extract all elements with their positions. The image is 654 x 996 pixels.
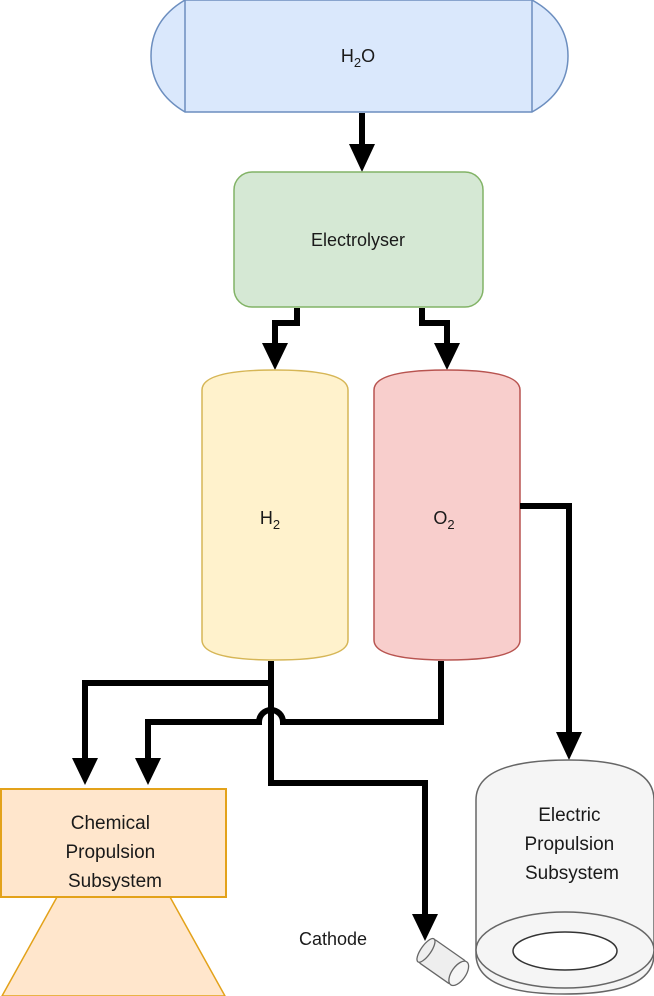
- electrolyser-box: [233, 171, 484, 308]
- o2-tank-label: O2: [433, 508, 454, 532]
- electrolyser[interactable]: Electrolyser: [233, 171, 484, 308]
- edge-o2-to-electric: [520, 503, 582, 760]
- o2-tank[interactable]: O2: [373, 369, 521, 661]
- electrolyser-label: Electrolyser: [311, 230, 405, 250]
- edge-o2-to-chemical: [135, 661, 444, 785]
- edge-electrolyser-to-o2: [419, 308, 460, 370]
- edge-electrolyser-to-h2: [262, 308, 300, 370]
- water-tank-label: H2O: [341, 46, 375, 70]
- cathode[interactable]: Cathode: [299, 929, 473, 989]
- electric-propulsion-subsystem[interactable]: Electric Propulsion Subsystem: [475, 759, 654, 995]
- edge-h2-to-cathode: [268, 683, 438, 941]
- cathode-label: Cathode: [299, 929, 367, 949]
- edge-h2-to-chemical: [72, 661, 274, 785]
- edge-water-to-electrolyser: [349, 113, 375, 172]
- chemical-propulsion-subsystem[interactable]: Chemical Propulsion Subsystem: [0, 788, 227, 996]
- chemical-nozzle: [1, 896, 226, 996]
- h2-tank-body: [201, 369, 349, 661]
- h2-tank[interactable]: H2: [201, 369, 349, 661]
- electric-ring-inner: [512, 931, 618, 971]
- chemical-box: [0, 788, 227, 898]
- cathode-icon: [416, 937, 470, 987]
- water-tank[interactable]: H2O: [150, 0, 569, 113]
- o2-tank-body: [373, 369, 521, 661]
- h2-tank-label: H2: [260, 508, 280, 532]
- electric-label: Electric Propulsion Subsystem: [524, 805, 619, 884]
- chemical-label: Chemical Propulsion Subsystem: [65, 813, 162, 892]
